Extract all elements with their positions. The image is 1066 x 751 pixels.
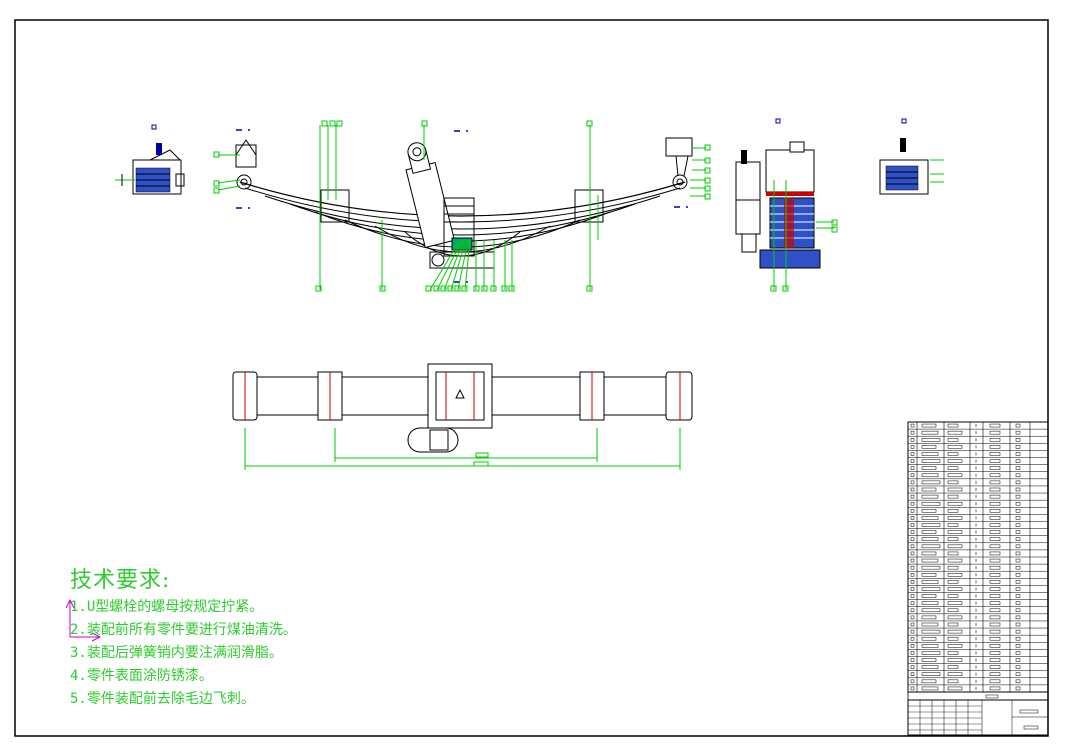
requirement-item: 1.U型螺栓的螺母按规定拧紧。 xyxy=(70,599,264,615)
section-view xyxy=(735,118,838,292)
part-leader-lines xyxy=(213,120,711,292)
parts-list-table xyxy=(907,421,1049,736)
requirement-item: 4.零件表面涂防锈漆。 xyxy=(70,668,213,684)
left-end-view xyxy=(115,124,185,195)
drawing-border xyxy=(14,19,1049,737)
requirement-item: 2.装配前所有零件要进行煤油清洗。 xyxy=(70,622,297,638)
technical-requirements: 技术要求: 1.U型螺栓的螺母按规定拧紧。 2.装配前所有零件要进行煤油清洗。 … xyxy=(70,562,297,711)
requirement-item: 3.装配后弹簧销内要注满润滑脂。 xyxy=(70,645,283,661)
requirement-item: 5.零件装配前去除毛边飞刺。 xyxy=(70,691,255,707)
ucs-icon xyxy=(65,598,102,642)
technical-requirements-title: 技术要求: xyxy=(70,568,171,593)
plan-view xyxy=(232,363,693,470)
right-end-view xyxy=(879,118,944,195)
